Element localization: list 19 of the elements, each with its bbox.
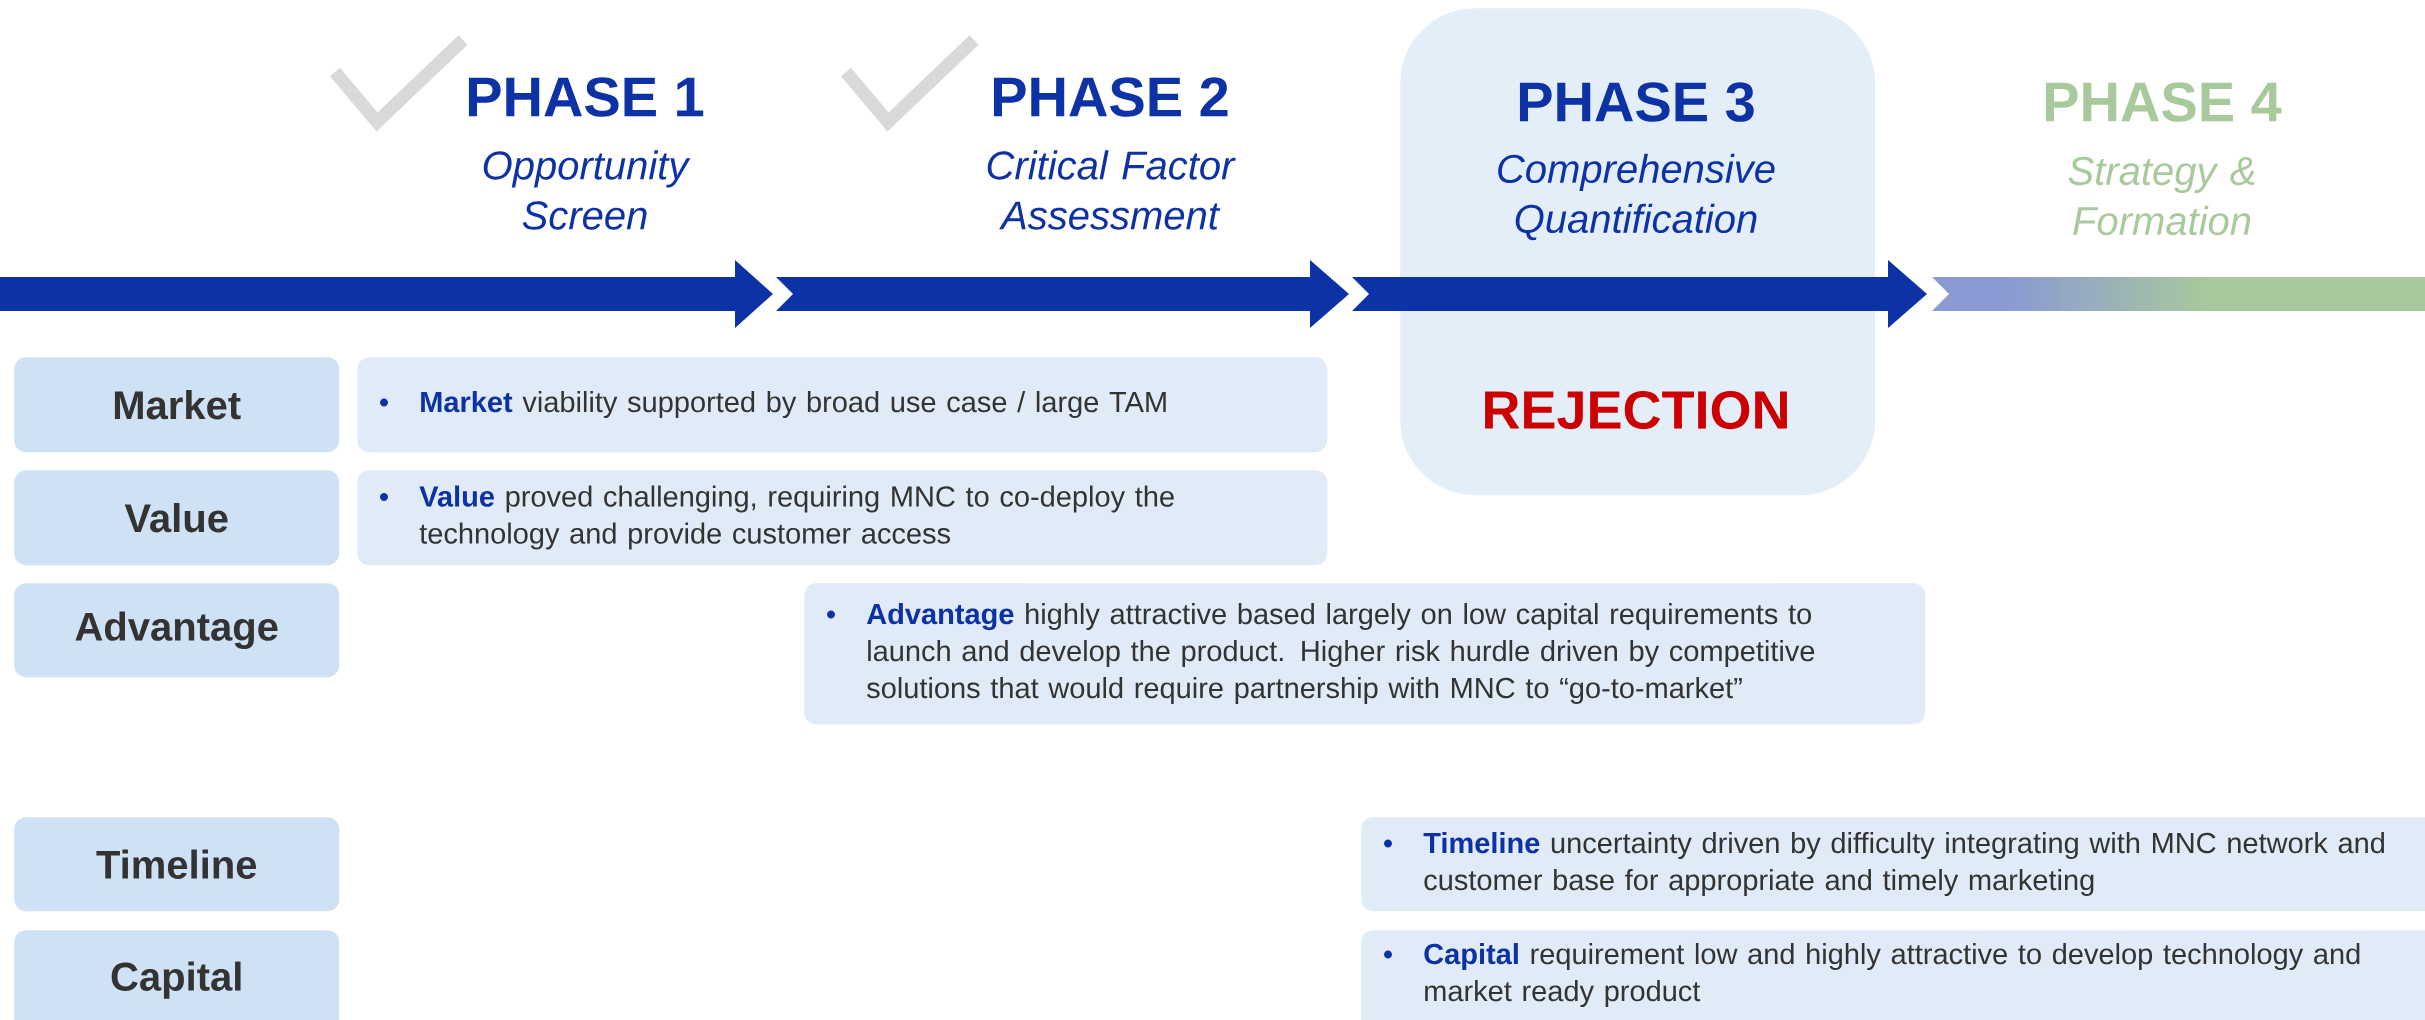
row-label: Capital [14, 930, 340, 1020]
row-label: Value [14, 470, 340, 566]
phase-subtitle: Critical Factor Assessment [987, 150, 1236, 230]
row-label: Advantage [14, 583, 340, 678]
description-box: Value proved challenging, requiring MNC to co-deploy the technology and provide customer access [357, 470, 1328, 566]
description-box: Advantage highly attractive based largely on low capital requirements to launch and develop the product. Higher risk hurdle driven by competitive solutions that would require partnership with MNC to “go-to-market” [804, 583, 1926, 725]
phase-subtitle: Strategy & Formation [2068, 156, 2255, 236]
description-box: Capital requirement low and highly attractive to develop technology and market ready product [1361, 930, 2425, 1020]
row-label: Market [14, 357, 340, 453]
description-box: Timeline uncertainty driven by difficulty integrating with MNC network and customer base for appropriate and timely marketing [1361, 817, 2425, 912]
phase-subtitle: Comprehensive Quantification [1498, 153, 1775, 241]
phase-subtitle: Opportunity Screen [483, 150, 691, 230]
rejection-text: REJECTION [1485, 390, 1787, 430]
description-box: Market viability supported by broad use case / large TAM [357, 357, 1328, 453]
row-label: Timeline [14, 817, 340, 912]
phase-heading: PHASE 3 [1519, 82, 1754, 122]
phase-heading: PHASE 4 [2045, 82, 2282, 122]
phase-heading: PHASE 1 [468, 77, 704, 117]
phase-heading: PHASE 2 [993, 77, 1228, 117]
